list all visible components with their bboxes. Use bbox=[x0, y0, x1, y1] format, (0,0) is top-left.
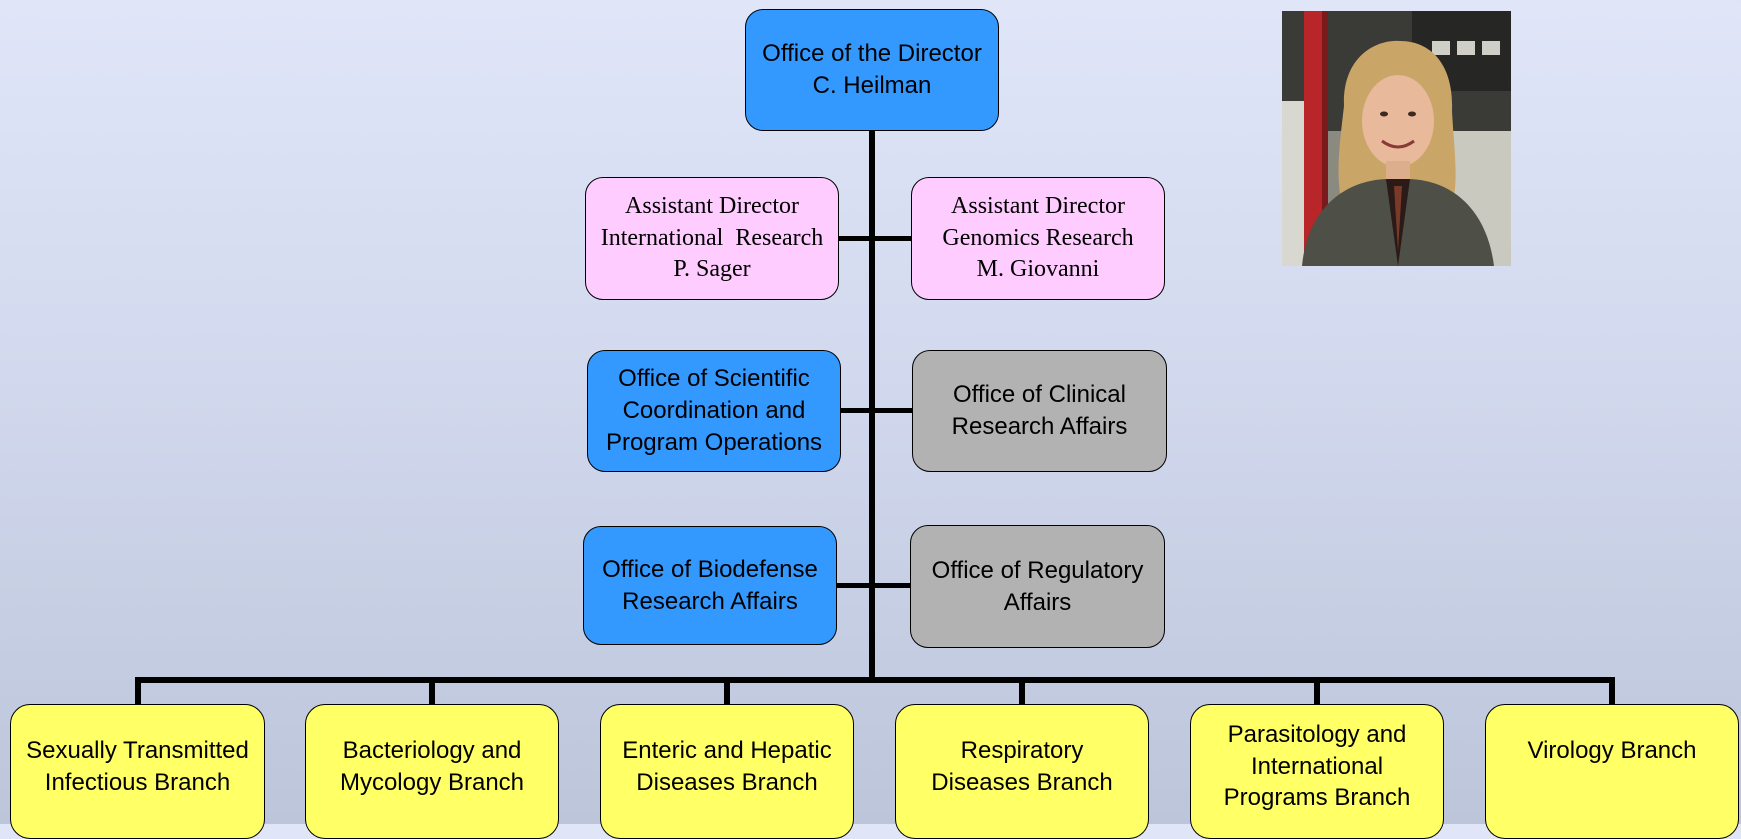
branch-drop-3 bbox=[724, 677, 730, 705]
connector-offices-row1 bbox=[839, 408, 914, 413]
branch-sexually-transmitted: Sexually Transmitted Infectious Branch bbox=[10, 704, 265, 839]
branch-virology: Virology Branch bbox=[1485, 704, 1739, 839]
trunk-line bbox=[869, 129, 875, 682]
director-line-1: Office of the Director bbox=[762, 40, 982, 68]
branch-5-line-1: Parasitology and bbox=[1227, 721, 1407, 748]
branch-drop-4 bbox=[1019, 677, 1025, 705]
portrait-icon bbox=[1282, 11, 1511, 266]
office-of-biodefense-research-affairs: Office of Biodefense Research Affairs bbox=[583, 526, 837, 645]
office-regulatory-line-1: Office of Regulatory bbox=[931, 556, 1144, 584]
branch-4-line-1: Respiratory bbox=[960, 737, 1084, 764]
branch-drop-2 bbox=[429, 677, 435, 705]
branch-drop-1 bbox=[135, 677, 141, 705]
office-scientific-line-3: Program Operations bbox=[605, 428, 823, 456]
office-regulatory-line-2: Affairs bbox=[1003, 588, 1072, 616]
assistant-left-line-2: International Research bbox=[600, 224, 824, 251]
assistant-right-line-3: M. Giovanni bbox=[976, 256, 1100, 283]
director-line-2: C. Heilman bbox=[812, 72, 932, 99]
branch-3-line-1: Enteric and Hepatic bbox=[622, 737, 832, 764]
office-of-the-director: Office of the Director C. Heilman bbox=[745, 9, 999, 131]
office-biodefense-line-2: Research Affairs bbox=[622, 587, 798, 615]
branch-2-line-2: Mycology Branch bbox=[339, 768, 525, 796]
office-scientific-line-2: Coordination and bbox=[622, 397, 806, 425]
branch-drop-5 bbox=[1314, 677, 1320, 705]
office-biodefense-line-1: Office of Biodefense bbox=[602, 555, 818, 583]
office-clinical-line-1: Office of Clinical bbox=[953, 381, 1126, 409]
connector-offices-row2 bbox=[836, 583, 912, 588]
branch-2-line-1: Bacteriology and bbox=[342, 737, 522, 764]
office-of-regulatory-affairs: Office of Regulatory Affairs bbox=[910, 525, 1165, 648]
branch-drop-6 bbox=[1609, 677, 1615, 705]
branch-bacteriology-mycology: Bacteriology and Mycology Branch bbox=[305, 704, 559, 839]
branch-3-line-2: Diseases Branch bbox=[636, 768, 818, 796]
assistant-left-line-1: Assistant Director bbox=[625, 192, 799, 219]
branch-bus-line bbox=[135, 677, 1615, 683]
assistant-director-genomics: Assistant Director Genomics Research M. … bbox=[911, 177, 1165, 300]
branch-1-line-2: Infectious Branch bbox=[44, 768, 231, 796]
branch-6-line-1: Virology Branch bbox=[1527, 737, 1697, 764]
assistant-left-line-3: P. Sager bbox=[673, 256, 751, 283]
branch-4-line-2: Diseases Branch bbox=[931, 768, 1113, 796]
branch-parasitology-international: Parasitology and International Programs … bbox=[1190, 704, 1444, 839]
office-clinical-line-2: Research Affairs bbox=[951, 413, 1128, 440]
branch-enteric-hepatic: Enteric and Hepatic Diseases Branch bbox=[600, 704, 854, 839]
assistant-director-international: Assistant Director International Researc… bbox=[585, 177, 839, 300]
branch-1-line-1: Sexually Transmitted bbox=[26, 737, 249, 764]
director-portrait-photo bbox=[1282, 11, 1511, 266]
office-of-clinical-research-affairs: Office of Clinical Research Affairs bbox=[912, 350, 1167, 472]
branch-respiratory-diseases: Respiratory Diseases Branch bbox=[895, 704, 1149, 839]
office-scientific-line-1: Office of Scientific bbox=[618, 365, 810, 393]
branch-5-line-3: Programs Branch bbox=[1223, 784, 1411, 812]
connector-assistants bbox=[838, 236, 913, 241]
branch-5-line-2: International bbox=[1250, 752, 1384, 780]
assistant-right-line-2: Genomics Research bbox=[942, 224, 1134, 251]
assistant-right-line-1: Assistant Director bbox=[951, 192, 1125, 219]
office-of-scientific-coordination: Office of Scientific Coordination and Pr… bbox=[587, 350, 841, 472]
